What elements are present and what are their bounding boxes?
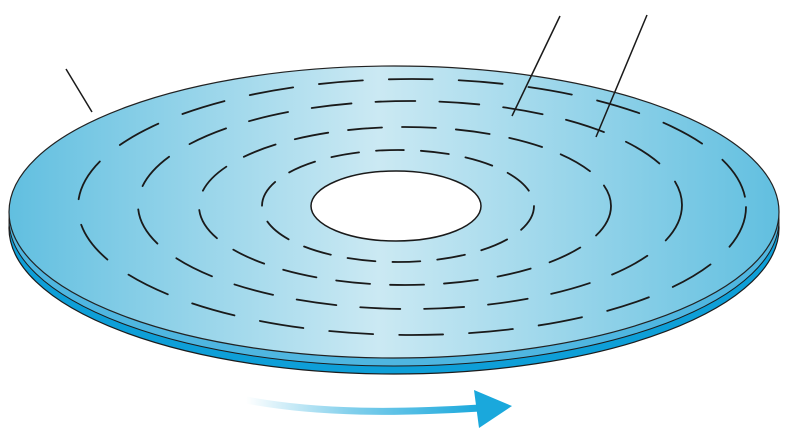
- tracks: [77, 78, 747, 336]
- leader-line-platter: [65, 68, 93, 113]
- rotation-arrow: [245, 390, 512, 428]
- track-3: [198, 126, 612, 286]
- leader-line-track: [511, 15, 561, 117]
- track-2: [137, 100, 683, 310]
- spindle-hole: [310, 170, 482, 242]
- track-inner: [261, 149, 535, 263]
- leader-lines: [65, 14, 648, 138]
- track-outer: [77, 78, 747, 336]
- rotation-arrow-head: [474, 390, 512, 428]
- leader-line-sector: [595, 14, 648, 138]
